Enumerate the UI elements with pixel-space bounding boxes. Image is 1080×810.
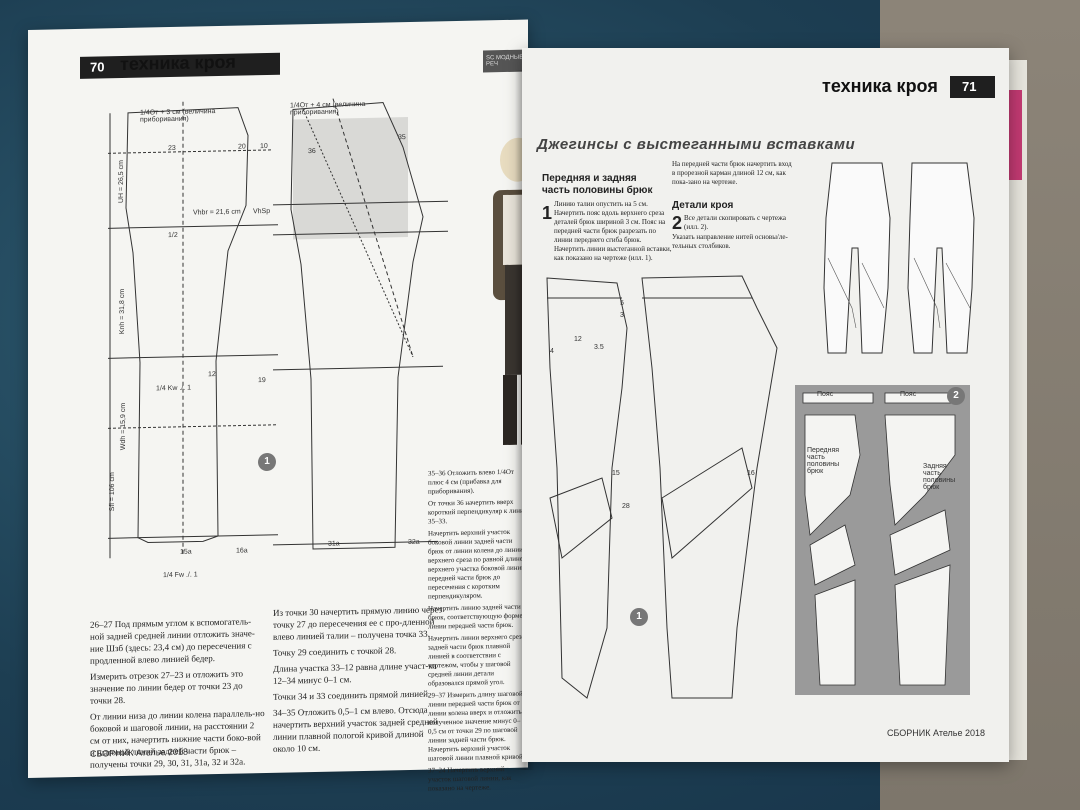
pattern-label-15a: 15a — [180, 548, 192, 556]
pattern-label-16a: 16a — [236, 547, 248, 555]
col3-paragraph-6: 29–37 Измерить длину шаговой линии перед… — [428, 689, 525, 763]
col3-paragraph-4: Начертить линию задней части брюк, соотв… — [428, 602, 523, 631]
pattern-label-23: 23 — [168, 144, 176, 153]
panel-label-waistband-2: Пояс — [900, 391, 917, 398]
step-1-text: Линию талии опустить на 5 см. Начертить … — [554, 200, 672, 262]
pattern-label-32a: 32a — [408, 538, 420, 547]
col2-paragraph-1: Из точки 30 начертить прямую линию через… — [273, 604, 443, 642]
pattern-label-19: 19 — [258, 377, 266, 385]
right-page: техника кроя 71 Джегинсы с выстеганными … — [522, 48, 1009, 762]
col1-paragraph-3: От линии низа до линии колена параллель-… — [90, 708, 265, 770]
panel-label-front: Передняя часть половины брюк — [807, 447, 840, 475]
panel-label-waistband-1: Пояс — [817, 391, 834, 398]
step-1-number: 1 — [542, 203, 553, 223]
col2-paragraph-3: Длина участка 33–12 равна длине участ-ка… — [273, 660, 437, 686]
pattern-label-waist-back: 1/4От + 4 см (величина приборивания) — [290, 100, 366, 117]
col3-paragraph-2: От точки 36 начертить вверх короткий пер… — [428, 497, 528, 526]
step-2-number: 2 — [672, 213, 683, 233]
col3-paragraph-7: 37–24 Начертить верхний участок шаговой … — [428, 765, 512, 793]
pocket-intro-text: На передней части брюк начертить вход в … — [672, 160, 792, 186]
pattern-label-waist: 1/4От + 3 см (величина приборивания) — [140, 108, 216, 124]
accent-tab — [1006, 90, 1022, 180]
pattern-label-vhsp: VhSp — [253, 207, 271, 216]
page-edges — [1005, 60, 1027, 760]
pattern-label-20: 20 — [238, 143, 246, 151]
col1-paragraph-1: 26–27 Под прямым углом к вспомогатель-но… — [90, 616, 255, 666]
right-pattern-label-12: 12 — [574, 336, 582, 343]
pattern-label-35: 35 — [398, 134, 406, 142]
cut-pieces-panel: Пояс Пояс Передняя часть половины брюк З… — [795, 385, 970, 695]
col3-paragraph-5: Начертить линии верхнего среза задней ча… — [428, 632, 525, 688]
figure-2-badge: 2 — [947, 387, 965, 405]
right-pattern-label-5: 5 — [620, 300, 624, 307]
right-pattern-label-28: 28 — [622, 503, 630, 510]
pattern-label-wdh: Wdh = 15,9 cm — [120, 402, 128, 451]
front-pattern-drawing — [108, 101, 278, 559]
right-pattern-label-16: 16 — [747, 470, 755, 477]
col2-paragraph-5: 34–35 Отложить 0,5–1 см влево. Отсюда на… — [273, 704, 438, 754]
pattern-label-12: 12 — [208, 371, 216, 379]
pattern-label-knh: Knh = 31,8 cm — [119, 288, 127, 335]
right-header-bar — [950, 76, 995, 98]
right-header-title: техника кроя — [822, 76, 938, 96]
photo-leg-left — [503, 374, 517, 446]
jeans-illustration — [823, 162, 975, 354]
step-2-text: Все детали скопировать с чертежа (илл. 2… — [684, 214, 786, 231]
subhead-cut-details: Детали кроя — [672, 200, 734, 211]
right-pattern-drawing — [546, 275, 778, 699]
right-pattern-label-3: 3 — [620, 312, 624, 319]
right-pattern-label-15: 15 — [612, 470, 620, 477]
pattern-label-fw: 1/4 Fw ./. 1 — [163, 571, 198, 580]
right-pattern-label-4: 4 — [550, 348, 554, 355]
col2-paragraph-2: Точку 29 соединить с точкой 28. — [273, 645, 397, 658]
figure-1-badge-right: 1 — [630, 608, 648, 626]
pattern-label-kw: 1/4 Kw ./. 1 — [156, 384, 192, 393]
subhead-front-back: Передняя и задняя часть половины брюк — [542, 173, 653, 196]
left-page-number: 70 — [90, 59, 105, 75]
step-2-note: Указать направление нитей основы/ле-тель… — [672, 233, 788, 250]
pattern-label-vhbr: Vhbr = 21,6 cm — [193, 208, 241, 217]
panel-label-back: Задняя часть половины брюк — [923, 463, 956, 491]
col3-paragraph-1: 35–36 Отложить влево 1/4От плюс 4 см (пр… — [428, 467, 514, 496]
col3-paragraph-3: Начертить верхний участок боковой линии … — [428, 527, 525, 601]
pattern-label-half: 1/2 — [168, 231, 178, 240]
back-pattern-drawing — [273, 98, 448, 550]
right-footer: СБОРНИК Ателье 2018 — [887, 728, 986, 738]
col2-paragraph-4: Точки 34 и 33 соединить прямой линией. — [273, 688, 431, 702]
pattern-label-sfl: Sfl = 106 cm — [109, 472, 117, 512]
right-pattern-label-3-5: 3.5 — [594, 344, 604, 351]
col1-paragraph-2: Измерить отрезок 27–23 и отложить это зн… — [90, 668, 244, 706]
left-text-col-3: 35–36 Отложить влево 1/4От плюс 4 см (пр… — [428, 468, 528, 794]
pattern-label-31a: 31a — [328, 540, 340, 548]
left-page: SC МОДНЫЕ РЕЧ 70 техника кроя 1/4От + 3 … — [28, 19, 548, 793]
pattern-label-36: 36 — [308, 147, 316, 156]
left-text-col-2: Из точки 30 начертить прямую линию через… — [273, 603, 443, 755]
article-title: Джегинсы с выстеганными вставками — [537, 136, 856, 153]
right-page-number: 71 — [962, 79, 977, 94]
pattern-label-10: 10 — [260, 142, 268, 151]
pattern-label-uh: UH = 26,5 cm — [118, 159, 125, 204]
left-footer: СБОРНИК Ателье 2018 — [90, 746, 189, 759]
left-header-title: техника кроя — [120, 51, 236, 75]
shaded-area — [293, 117, 408, 240]
